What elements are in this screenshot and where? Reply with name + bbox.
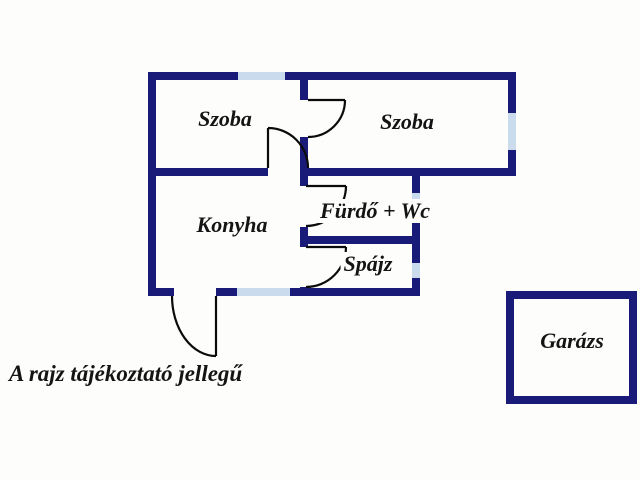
- wall-furdo-right-seg1: [412, 176, 420, 193]
- room-label-furdo-wc: Fürdő + Wc: [317, 199, 433, 223]
- window-right-szoba: [508, 113, 516, 150]
- disclaimer-text: A rajz tájékoztató jellegű: [9, 361, 243, 386]
- wall-left: [148, 72, 156, 296]
- wall-top-left-segment: [148, 72, 238, 80]
- room-label-konyha: Konyha: [193, 213, 271, 237]
- wall-middle-horizontal-left: [148, 168, 268, 176]
- wall-bottom-seg3: [290, 288, 420, 296]
- room-label-spajz: Spájz: [340, 252, 396, 276]
- window-konyha: [237, 288, 290, 296]
- garage-outline: [506, 291, 637, 404]
- wall-center-vertical-seg2: [300, 137, 308, 186]
- wall-right-lower-segment: [508, 150, 516, 176]
- room-label-szoba-left: Szoba: [195, 107, 255, 131]
- window-top: [238, 72, 285, 80]
- wall-top-right-segment: [285, 72, 516, 80]
- wall-right-upper-segment: [508, 72, 516, 113]
- wall-bottom-seg1: [148, 288, 174, 296]
- wall-bottom-seg2: [216, 288, 237, 296]
- wall-center-vertical-seg1: [300, 80, 308, 100]
- door-szoba-konyha: [266, 126, 310, 169]
- room-label-szoba-right: Szoba: [377, 110, 437, 134]
- door-entrance: [170, 295, 218, 358]
- wall-furdo-right-seg3: [412, 278, 420, 296]
- window-spajz: [412, 263, 420, 278]
- wall-middle-horizontal-right: [300, 168, 516, 176]
- door-szoba-szoba: [307, 98, 347, 139]
- room-label-garazs: Garázs: [537, 329, 607, 353]
- wall-furdo-spajz-divider: [300, 236, 420, 244]
- wall-furdo-right-seg2: [412, 207, 420, 263]
